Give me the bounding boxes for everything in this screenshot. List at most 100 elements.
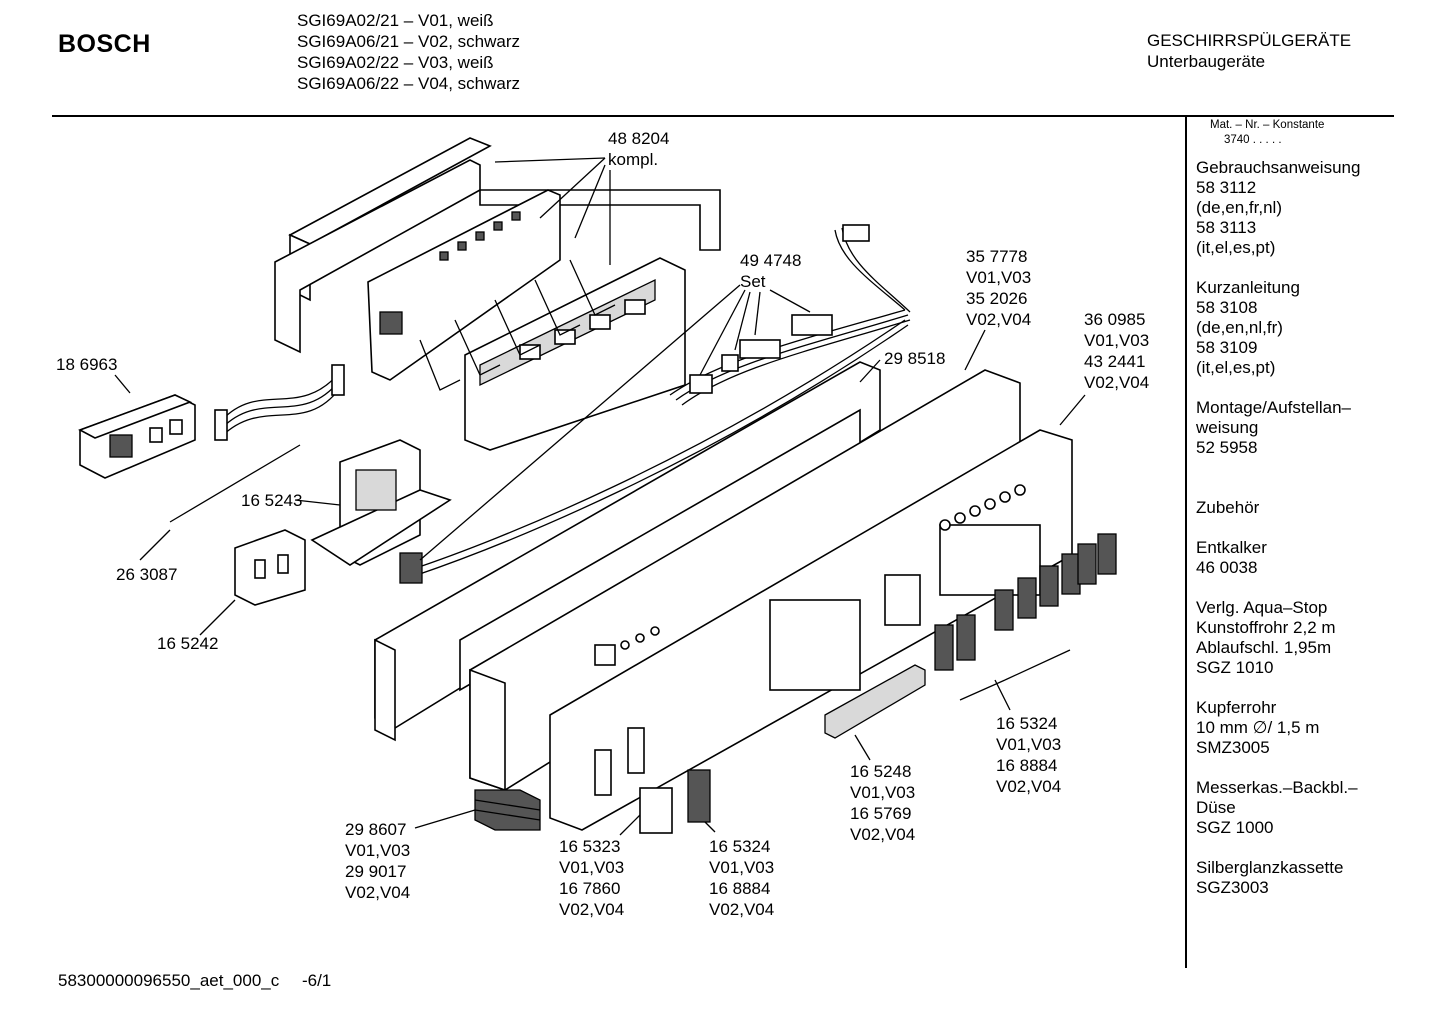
relay-switch-part (234, 529, 306, 606)
part-number: 16 5248 (850, 762, 912, 781)
group-title: Kurzanleitung (1196, 278, 1300, 297)
group-line: Kunstoffrohr 2,2 m (1196, 618, 1336, 637)
page-number: -6/1 (301, 971, 332, 990)
sidebar-group: Silberglanzkassette SGZ3003 (1196, 858, 1396, 898)
category-title: GESCHIRRSPÜLGERÄTE (1147, 31, 1352, 50)
switch-housing-part (419, 257, 686, 451)
group-line: 10 mm ∅/ 1,5 m (1196, 718, 1320, 737)
wire-part (169, 444, 301, 523)
accessories-sidebar: Mat. – Nr. – Konstante 3740 . . . . . Ge… (1196, 118, 1396, 898)
part-number: 29 9017 (345, 862, 407, 881)
sidebar-group: Kurzanleitung 58 3108 (de,en,nl,fr) 58 3… (1196, 278, 1396, 378)
part-variant: V01,V03 (1084, 331, 1150, 350)
material-number-header: Mat. – Nr. – Konstante 3740 . . . . . (1210, 118, 1396, 148)
part-number: 49 4748 (740, 251, 802, 270)
part-number: 16 7860 (559, 879, 621, 898)
sidebar-group: Messerkas.–Backbl.– Düse SGZ 1000 (1196, 778, 1396, 838)
part-number: 43 2441 (1084, 352, 1146, 371)
category-subtitle: Unterbaugeräte (1147, 52, 1266, 71)
push-button-part (687, 769, 711, 823)
exploded-parts-diagram (78, 137, 1117, 836)
group-line: SGZ3003 (1196, 878, 1269, 897)
part-label: 29 8607 V01,V03 29 9017 V02,V04 (345, 819, 410, 903)
light-strip-part (824, 664, 926, 739)
group-line: 58 3113 (1196, 218, 1257, 237)
part-number: 29 8607 (345, 820, 407, 839)
part-number: 16 5243 (241, 491, 303, 510)
model-list: SGI69A02/21 – V01, weiß SGI69A06/21 – V0… (297, 10, 520, 94)
part-label: 29 8518 (884, 348, 945, 369)
part-number: 18 6963 (56, 355, 118, 374)
part-label: 36 0985 V01,V03 43 2441 V02,V04 (1084, 309, 1149, 393)
sidebar-group: Entkalker 46 0038 (1196, 538, 1396, 578)
part-label: 16 5242 (157, 633, 218, 654)
group-line: SGZ 1010 (1196, 658, 1274, 677)
brand-logo: BOSCH (58, 30, 151, 58)
sidebar-group: Zubehör (1196, 498, 1396, 518)
group-line: Düse (1196, 798, 1236, 817)
model-line: SGI69A02/22 – V03, weiß (297, 53, 494, 72)
part-number: 16 8884 (996, 756, 1058, 775)
part-number: 26 3087 (116, 565, 178, 584)
group-title: Entkalker (1196, 538, 1267, 557)
sidebar-divider (1185, 115, 1187, 968)
group-title: Verlg. Aqua–Stop (1196, 598, 1328, 617)
group-title: Gebrauchsanweisung (1196, 158, 1361, 177)
part-variant: V02,V04 (709, 900, 775, 919)
push-buttons-part (934, 533, 1117, 671)
part-number: 35 2026 (966, 289, 1028, 308)
group-line: 58 3108 (1196, 298, 1258, 317)
part-variant: V02,V04 (559, 900, 625, 919)
part-variant: V02,V04 (345, 883, 411, 902)
group-line: Ablaufschl. 1,95m (1196, 638, 1332, 657)
document-footer: 58300000096550_aet_000_c -6/1 (58, 971, 331, 991)
part-number: 16 5242 (157, 634, 219, 653)
part-label: 35 7778 V01,V03 35 2026 V02,V04 (966, 246, 1031, 330)
part-variant: V01,V03 (709, 858, 775, 877)
part-variant: V01,V03 (345, 841, 411, 860)
part-label: 26 3087 (116, 564, 177, 585)
part-number: 29 8518 (884, 349, 946, 368)
leader-lines (114, 157, 1086, 836)
sidebar-group: Gebrauchsanweisung 58 3112 (de,en,fr,nl)… (1196, 158, 1396, 258)
circuit-board-part (367, 189, 561, 381)
part-variant: V02,V04 (996, 777, 1062, 796)
material-constant: 3740 . . . . . (1224, 134, 1282, 146)
group-line: (de,en,fr,nl) (1196, 198, 1282, 217)
group-line: (it,el,es,pt) (1196, 238, 1276, 257)
part-label: 18 6963 (56, 354, 117, 375)
fascia-panel-part (549, 429, 1073, 831)
part-note: Set (740, 272, 766, 291)
group-title: Messerkas.–Backbl.– (1196, 778, 1358, 797)
part-label: 16 5323 V01,V03 16 7860 V02,V04 (559, 836, 624, 920)
part-variant: V02,V04 (1084, 373, 1150, 392)
part-number: 16 5769 (850, 804, 912, 823)
display-module-part (78, 394, 196, 479)
ribbon-cable-part (214, 364, 345, 441)
part-variant: V01,V03 (996, 735, 1062, 754)
group-title: Zubehör (1196, 498, 1260, 517)
part-variant: V01,V03 (850, 783, 916, 802)
model-line: SGI69A02/21 – V01, weiß (297, 11, 494, 30)
part-variant: V01,V03 (966, 268, 1032, 287)
part-note: kompl. (608, 150, 659, 169)
group-line: 46 0038 (1196, 558, 1258, 577)
group-line: (de,en,nl,fr) (1196, 318, 1283, 337)
part-label: 16 5324 V01,V03 16 8884 V02,V04 (996, 713, 1061, 797)
group-line: SMZ3005 (1196, 738, 1270, 757)
part-number: 36 0985 (1084, 310, 1146, 329)
part-number: 16 5324 (709, 837, 771, 856)
part-number: 16 5323 (559, 837, 621, 856)
part-label: 49 4748 Set (740, 250, 801, 292)
model-line: SGI69A06/21 – V02, schwarz (297, 32, 521, 51)
part-number: 35 7778 (966, 247, 1028, 266)
sidebar-group: Verlg. Aqua–Stop Kunstoffrohr 2,2 m Abla… (1196, 598, 1396, 678)
cable-set-part (399, 224, 911, 584)
group-line: (it,el,es,pt) (1196, 358, 1276, 377)
sidebar-group: Montage/Aufstellan– weisung 52 5958 (1196, 398, 1396, 458)
part-variant: V01,V03 (559, 858, 625, 877)
part-variant: V02,V04 (850, 825, 916, 844)
material-number-label: Mat. – Nr. – Konstante (1210, 119, 1325, 131)
part-variant: V02,V04 (966, 310, 1032, 329)
group-line: weisung (1196, 418, 1259, 437)
